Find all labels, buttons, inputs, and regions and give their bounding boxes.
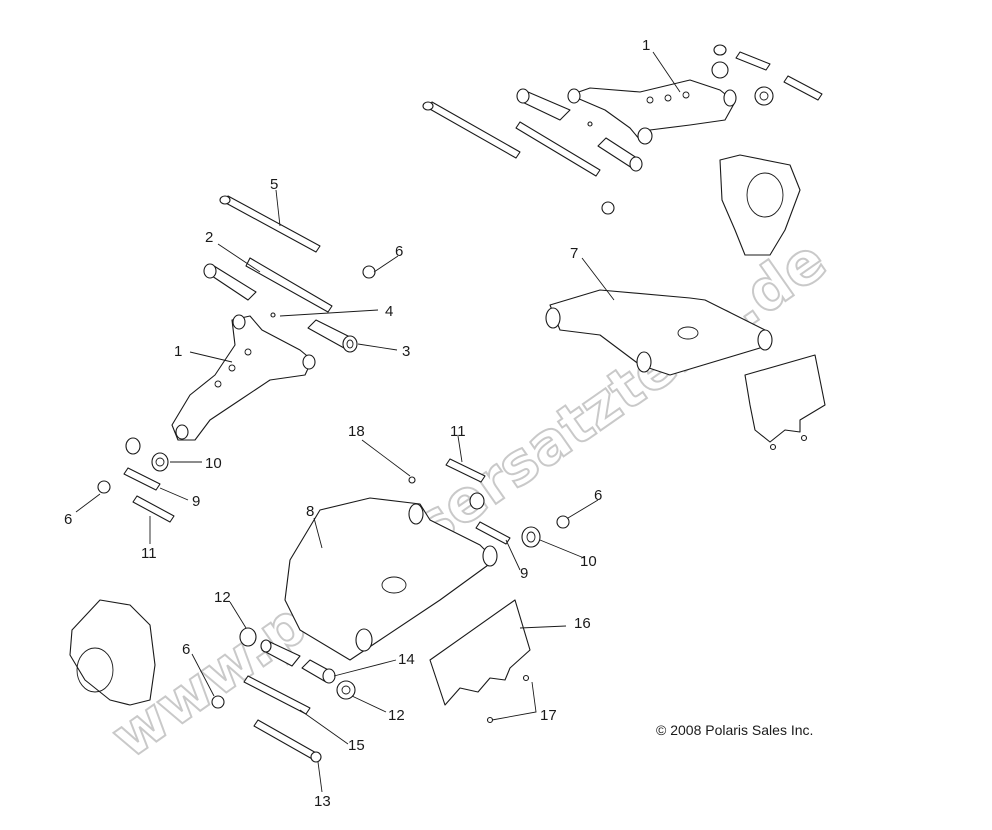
callout-6-center: 6 <box>594 487 602 504</box>
screw-lower-b <box>486 716 494 724</box>
nut-left-6-lower <box>97 480 111 494</box>
long-bolt-left-5 <box>219 195 321 253</box>
screw-lower-a <box>522 674 530 682</box>
callout-6-left: 6 <box>64 511 72 528</box>
callout-labels: 1 5 2 6 4 3 1 10 9 6 11 7 18 11 8 6 10 9… <box>64 37 650 810</box>
pin-left-9 <box>123 467 161 491</box>
bushing-small-upper-right <box>711 44 774 106</box>
bushing-left-3 <box>307 319 358 353</box>
callout-15: 15 <box>348 737 365 754</box>
bolt-lower-13 <box>253 719 322 763</box>
zerk-upper-right <box>587 121 593 127</box>
callout-9-left: 9 <box>192 493 200 510</box>
callout-7: 7 <box>570 245 578 262</box>
rod-lower-15 <box>243 675 311 715</box>
knuckle-upper-right <box>719 154 801 256</box>
leader-lines <box>75 51 681 793</box>
bushing-lower-tube <box>260 639 301 667</box>
callout-4: 4 <box>385 303 393 320</box>
knuckle-lower-left <box>69 599 156 706</box>
bushing-left-upper <box>203 263 257 301</box>
bolt-left-11 <box>132 495 175 523</box>
callout-5: 5 <box>270 176 278 193</box>
callout-11-center: 11 <box>450 423 466 440</box>
callout-10-left: 10 <box>205 455 222 472</box>
zerk-left-4 <box>270 312 276 318</box>
skid-plate-upper <box>744 354 826 443</box>
bolt-center-11 <box>445 458 486 483</box>
bushing-upper-right-a <box>516 88 571 121</box>
callout-8: 8 <box>306 503 314 520</box>
bushing-upper-right-b <box>597 137 643 172</box>
callout-17: 17 <box>540 707 557 724</box>
callout-12-lower: 12 <box>388 707 405 724</box>
nut-left-6-upper <box>362 265 376 279</box>
callout-12-upper: 12 <box>214 589 231 606</box>
nut-upper-right <box>601 201 615 215</box>
bushing-center-small <box>469 492 485 510</box>
trailing-frame-7 <box>545 289 773 376</box>
screw-upper-b <box>800 434 808 442</box>
rod-left-2 <box>245 257 333 313</box>
callout-18: 18 <box>348 423 365 440</box>
bolt-upper-right-short <box>783 75 823 101</box>
callout-16: 16 <box>574 615 591 632</box>
rod-upper-right <box>515 121 601 177</box>
a-arm-left <box>171 314 316 441</box>
skid-plate-lower <box>429 599 531 706</box>
pin-upper-right <box>735 51 771 71</box>
callout-1-left: 1 <box>174 343 182 360</box>
bushing-center-10 <box>521 526 541 548</box>
screw-upper-a <box>769 443 777 451</box>
pin-center-9 <box>475 521 511 545</box>
callout-13: 13 <box>314 793 331 810</box>
bushing-lower-14 <box>301 659 336 684</box>
long-bolt-upper-right <box>422 101 521 159</box>
bushing-lower-12a <box>239 627 257 647</box>
a-arm-upper-right <box>567 79 737 145</box>
washer-lower-12b <box>336 680 356 700</box>
nut-center-6 <box>556 515 570 529</box>
callout-6-lower: 6 <box>182 641 190 658</box>
callout-3: 3 <box>402 343 410 360</box>
callout-1-upper: 1 <box>642 37 650 54</box>
copyright-notice: © 2008 Polaris Sales Inc. <box>656 722 814 738</box>
callout-2: 2 <box>205 229 213 246</box>
trailing-frame-8 <box>284 497 498 661</box>
callout-14: 14 <box>398 651 415 668</box>
nut-lower-6 <box>211 695 225 709</box>
callout-6-a: 6 <box>395 243 403 260</box>
callout-10-center: 10 <box>580 553 597 570</box>
zerk-center-18 <box>408 476 416 484</box>
callout-9-center: 9 <box>520 565 528 582</box>
bushing-left-small <box>125 437 169 472</box>
callout-11-left: 11 <box>141 545 157 562</box>
